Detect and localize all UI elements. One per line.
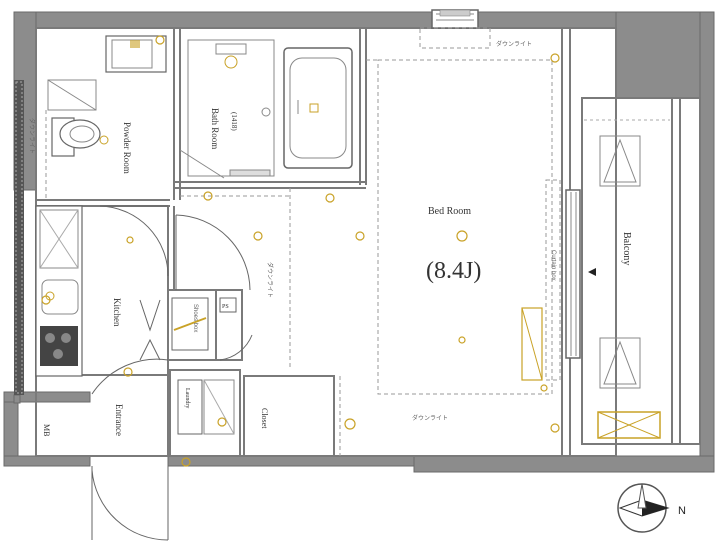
door-swings bbox=[91, 205, 253, 541]
light-fixtures bbox=[41, 35, 560, 467]
compass bbox=[617, 483, 670, 533]
balcony-details bbox=[584, 119, 670, 439]
left-hatched-wall bbox=[14, 80, 24, 395]
powder-room-label: Powder Room bbox=[122, 122, 132, 174]
balcony-window bbox=[565, 189, 581, 359]
exterior-walls bbox=[3, 11, 715, 473]
curtain-box-note: Curtain box bbox=[550, 250, 556, 281]
bath-room-size-label: (1418) bbox=[230, 112, 238, 131]
mb-label: MB bbox=[42, 424, 51, 436]
bedroom-items bbox=[521, 307, 543, 381]
interior-walls bbox=[35, 27, 701, 457]
kitchen-counter bbox=[35, 205, 83, 377]
entrance-label: Entrance bbox=[114, 404, 124, 436]
laundry-pan bbox=[177, 379, 235, 435]
shoes-box-note: Shoes box bbox=[192, 304, 198, 332]
toilet bbox=[51, 117, 109, 157]
ps-label: PS bbox=[222, 304, 229, 310]
ceiling-dashed-lines bbox=[45, 27, 561, 456]
shoes-box bbox=[171, 297, 237, 351]
closet-label: Closet bbox=[260, 408, 269, 429]
bed-room-label: Bed Room bbox=[428, 206, 471, 217]
downlight-note-1: ダウンライト bbox=[28, 118, 36, 154]
balcony-label: Balcony bbox=[621, 232, 632, 265]
laundry-label: Laundry bbox=[184, 388, 190, 408]
bath-floor bbox=[179, 39, 275, 179]
bed-room-size-label: (8.4J) bbox=[426, 258, 481, 284]
downlight-note-2: ダウンライト bbox=[266, 262, 274, 298]
kitchen-label: Kitchen bbox=[112, 298, 122, 327]
bath-room-label: Bath Room bbox=[210, 108, 220, 149]
ceiling-note-bottom: ダウンライト bbox=[412, 414, 448, 422]
top-window bbox=[431, 9, 479, 29]
ceiling-note-top: ダウンライト bbox=[496, 40, 532, 48]
bathtub bbox=[283, 47, 353, 169]
compass-north-label: N bbox=[678, 505, 686, 517]
wash-basin bbox=[47, 35, 167, 111]
